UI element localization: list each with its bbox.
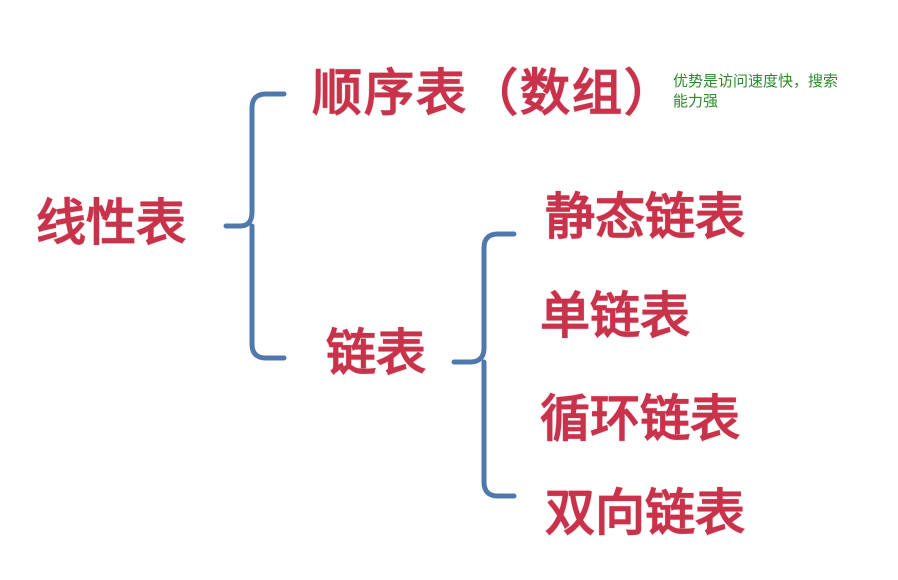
branch-note: 优势是访问速度快，搜索 能力强 [673,71,838,111]
sub-node-circular-linked-list: 循环链表 [540,390,740,448]
sub-node-doubly-linked-list: 双向链表 [545,484,745,542]
branch-note-line-1: 优势是访问速度快，搜索 [673,72,839,90]
branch-node-sequential-list: 顺序表（数组） [312,64,676,122]
sub-node-static-linked-list: 静态链表 [545,188,745,246]
root-bracket [223,91,287,361]
branch-note-line-2: 能力强 [673,92,719,110]
linked-list-bracket [451,231,517,499]
sub-node-singly-linked-list: 单链表 [540,287,690,345]
root-node: 线性表 [36,194,186,252]
branch-node-linked-list: 链表 [326,324,426,382]
